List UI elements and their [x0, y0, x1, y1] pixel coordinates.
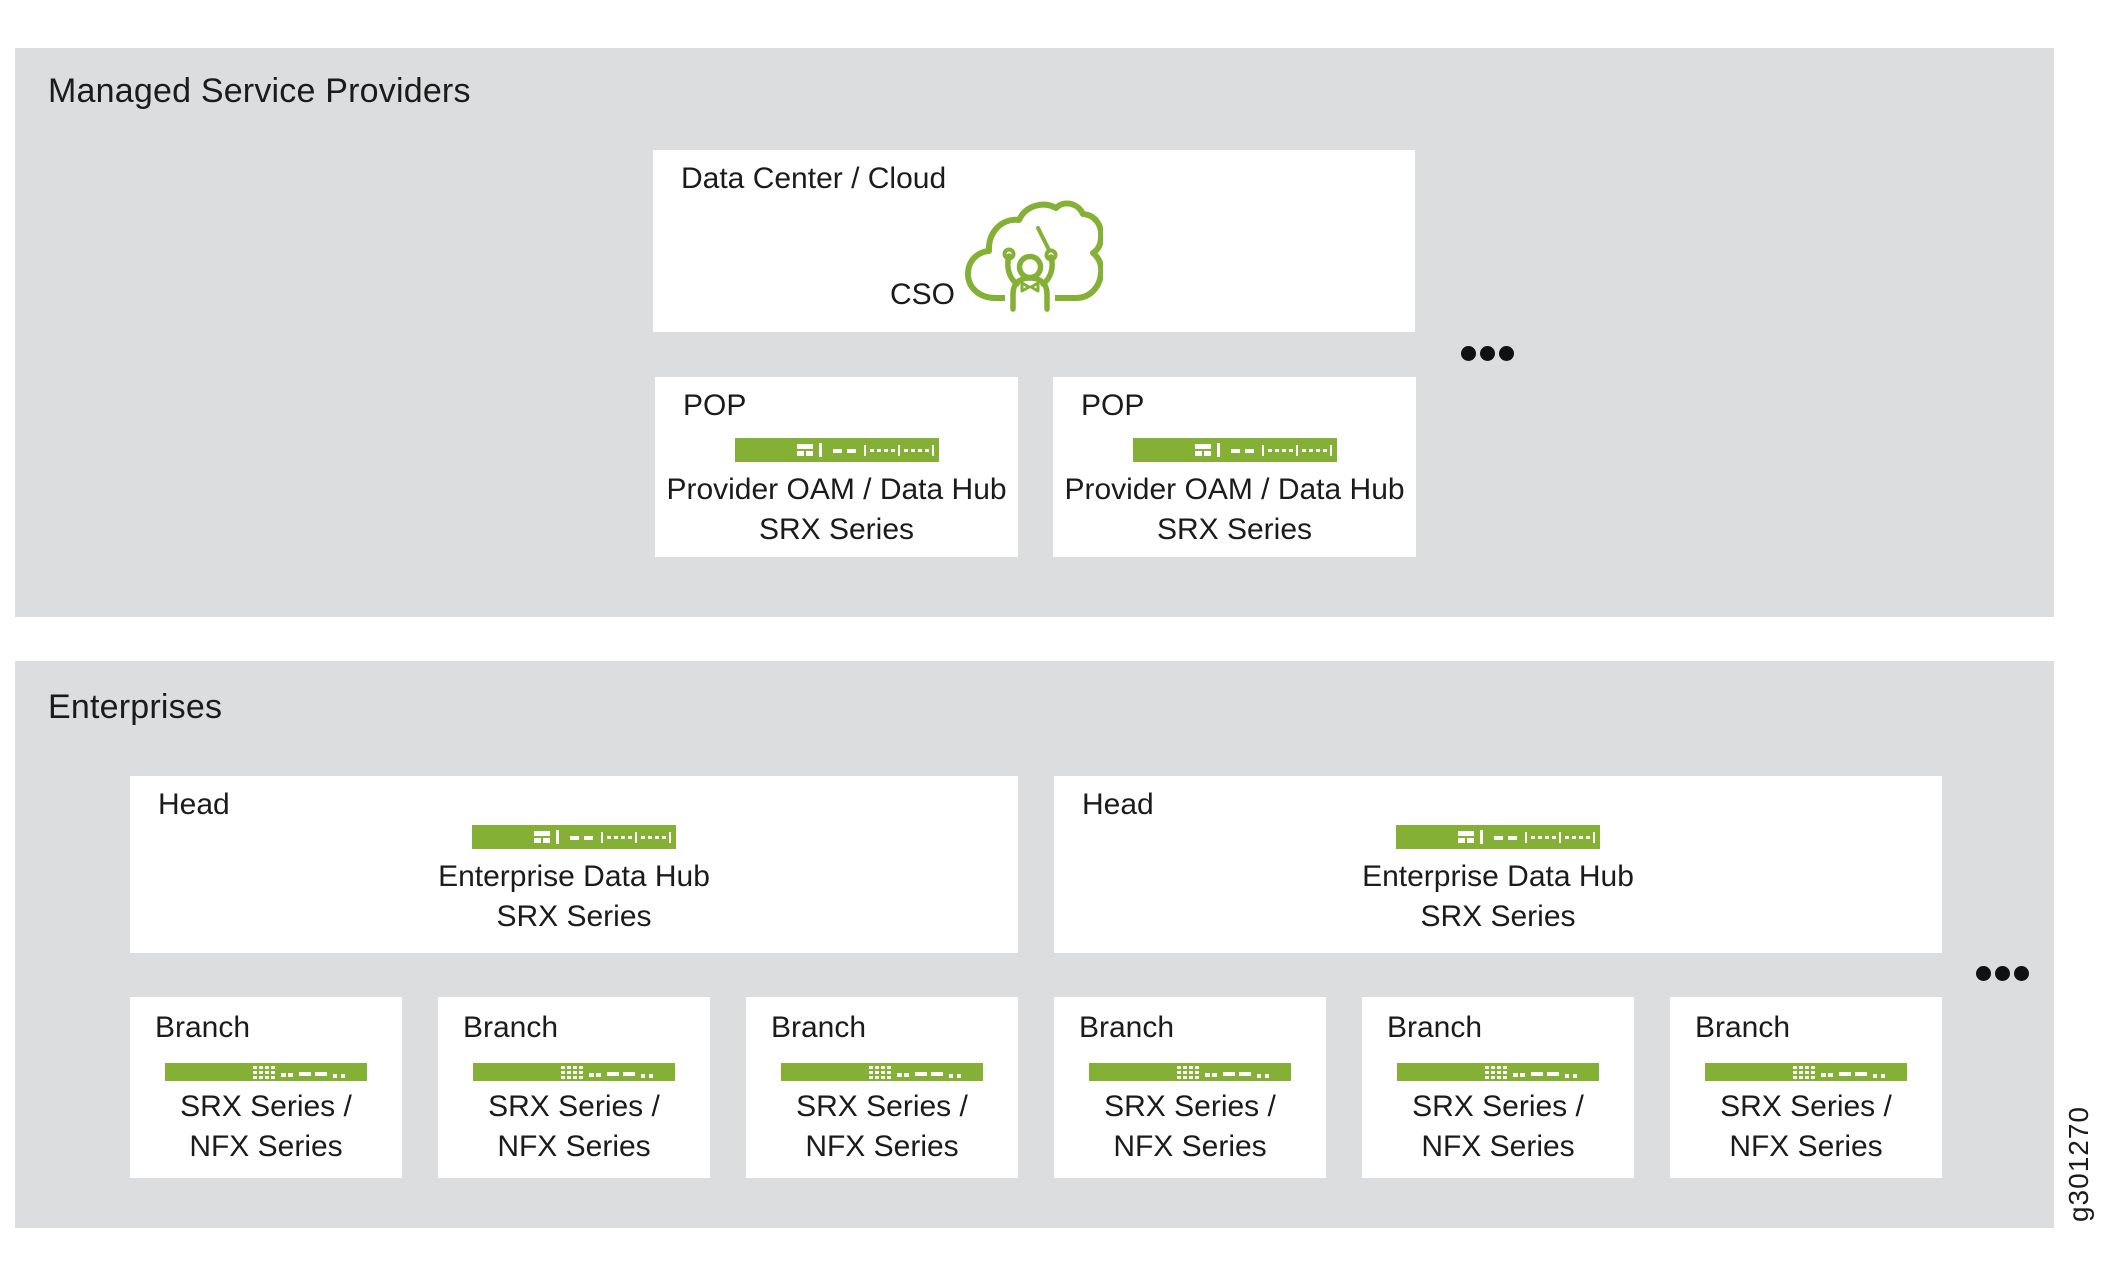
srx-nfx-desktop-appliance-icon	[1397, 1063, 1599, 1081]
srx-nfx-desktop-appliance-icon	[781, 1063, 983, 1081]
branch-line2: NFX Series	[189, 1130, 343, 1163]
branch-label: Branch	[155, 1011, 251, 1044]
head-label: Head	[158, 788, 230, 821]
data-center-cloud-box: Data Center / Cloud CSO	[653, 150, 1415, 332]
srx-nfx-desktop-appliance-icon	[473, 1063, 675, 1081]
branch-line1: SRX Series /	[1104, 1090, 1276, 1123]
head-box: Head Enterprise Data Hub SRX Series	[130, 776, 1018, 953]
head-line1: Enterprise Data Hub	[438, 860, 710, 893]
branch-label: Branch	[1695, 1011, 1791, 1044]
pop-box: POP Provider OAM / Data Hub SRX Series	[1053, 377, 1416, 557]
branch-label: Branch	[1079, 1011, 1175, 1044]
pop-label: POP	[683, 389, 747, 422]
branch-box: Branch SRX Series / NFX Series	[1670, 997, 1942, 1178]
branch-line2: NFX Series	[497, 1130, 651, 1163]
pop-box: POP Provider OAM / Data Hub SRX Series	[655, 377, 1018, 557]
branch-box: Branch SRX Series / NFX Series	[1054, 997, 1326, 1178]
branch-line2: NFX Series	[1113, 1130, 1267, 1163]
cso-cloud-conductor-icon	[963, 195, 1105, 318]
data-center-cloud-label: Data Center / Cloud	[681, 162, 947, 195]
head-line2: SRX Series	[496, 900, 652, 933]
branch-line2: NFX Series	[805, 1130, 959, 1163]
head-line1: Enterprise Data Hub	[1362, 860, 1634, 893]
head-box: Head Enterprise Data Hub SRX Series	[1054, 776, 1942, 953]
srx-nfx-desktop-appliance-icon	[1089, 1063, 1291, 1081]
branch-line2: NFX Series	[1421, 1130, 1575, 1163]
branch-box: Branch SRX Series / NFX Series	[438, 997, 710, 1178]
branch-line1: SRX Series /	[180, 1090, 352, 1123]
cso-label: CSO	[889, 278, 955, 311]
branch-label: Branch	[771, 1011, 867, 1044]
branch-box: Branch SRX Series / NFX Series	[1362, 997, 1634, 1178]
head-label: Head	[1082, 788, 1154, 821]
srx-rack-appliance-icon	[1396, 825, 1600, 849]
head-line2: SRX Series	[1420, 900, 1576, 933]
msp-panel-title: Managed Service Providers	[48, 72, 471, 110]
branch-box: Branch SRX Series / NFX Series	[746, 997, 1018, 1178]
srx-rack-appliance-icon	[472, 825, 676, 849]
srx-rack-appliance-icon	[734, 438, 939, 462]
branch-line2: NFX Series	[1729, 1130, 1883, 1163]
srx-nfx-desktop-appliance-icon	[1705, 1063, 1907, 1081]
branch-line1: SRX Series /	[1412, 1090, 1584, 1123]
branch-box: Branch SRX Series / NFX Series	[130, 997, 402, 1178]
branch-label: Branch	[1387, 1011, 1483, 1044]
pop-line2: SRX Series	[1156, 513, 1313, 546]
pop-label: POP	[1081, 389, 1145, 422]
pop-line1: Provider OAM / Data Hub	[666, 473, 1007, 506]
figure-id-label: g301270	[2063, 1105, 2094, 1222]
srx-rack-appliance-icon	[1132, 438, 1337, 462]
branch-line1: SRX Series /	[488, 1090, 660, 1123]
branch-line1: SRX Series /	[1720, 1090, 1892, 1123]
managed-service-providers-panel: Managed Service Providers Data Center / …	[15, 48, 2054, 617]
enterprises-panel-title: Enterprises	[48, 688, 223, 726]
branch-line1: SRX Series /	[796, 1090, 968, 1123]
ellipsis-dots	[1461, 346, 1514, 361]
srx-nfx-desktop-appliance-icon	[165, 1063, 367, 1081]
enterprises-panel: Enterprises Head Enterprise Data Hub	[15, 661, 2054, 1228]
pop-line2: SRX Series	[758, 513, 915, 546]
ellipsis-dots	[1976, 966, 2029, 981]
branch-label: Branch	[463, 1011, 559, 1044]
pop-line1: Provider OAM / Data Hub	[1064, 473, 1405, 506]
